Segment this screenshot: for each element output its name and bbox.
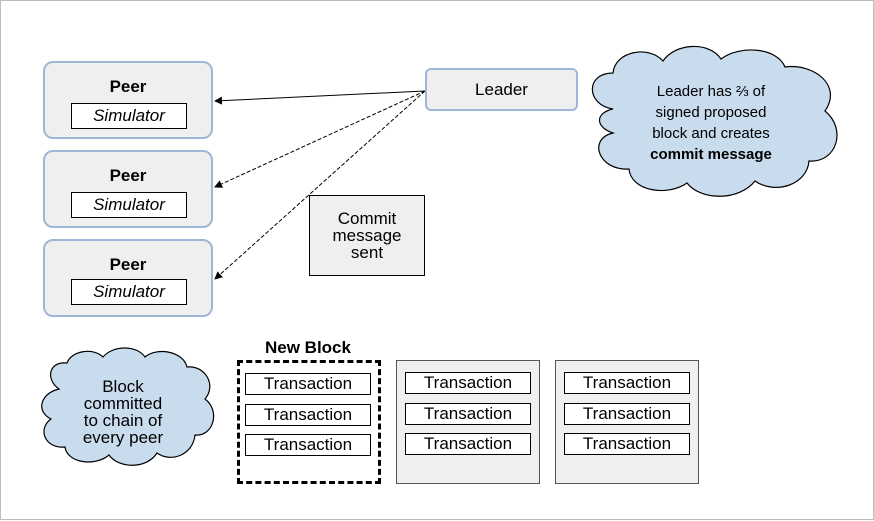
- peer-node-3: Peer Simulator: [43, 239, 213, 317]
- transaction-box: Transaction: [564, 403, 690, 425]
- commit-line: message: [332, 226, 402, 245]
- leader-node: Leader: [425, 68, 578, 111]
- block-note-text: Block committed to chain of every peer: [53, 378, 193, 446]
- block-3: Transaction Transaction Transaction: [555, 360, 699, 484]
- arrow-to-peer-1: [214, 90, 426, 105]
- block-note-line: committed: [83, 394, 163, 413]
- simulator-label: Simulator: [71, 103, 187, 129]
- arrow-to-peer-2: [214, 90, 426, 188]
- peer-node-1: Peer Simulator: [43, 61, 213, 139]
- leader-note-bold: commit message: [650, 146, 772, 163]
- leader-note-text: Leader has ⅔ of signed proposed block an…: [601, 81, 821, 165]
- peer-title: Peer: [109, 166, 147, 185]
- simulator-label: Simulator: [71, 279, 187, 305]
- transaction-box: Transaction: [405, 372, 531, 394]
- peer-title: Peer: [109, 255, 147, 274]
- transaction-box: Transaction: [405, 433, 531, 455]
- arrow-to-peer-3: [214, 90, 426, 280]
- transaction-box: Transaction: [564, 433, 690, 455]
- leader-note-line: signed proposed: [655, 104, 767, 121]
- leader-note-line: block and creates: [652, 125, 770, 142]
- transaction-box: Transaction: [405, 403, 531, 425]
- block-2: Transaction Transaction Transaction: [396, 360, 540, 484]
- block-note-cloud: [41, 347, 215, 466]
- block-note-line: every peer: [82, 428, 164, 447]
- peer-node-2: Peer Simulator: [43, 150, 213, 228]
- transaction-box: Transaction: [245, 434, 371, 456]
- simulator-label: Simulator: [71, 192, 187, 218]
- new-block: Transaction Transaction Transaction: [237, 360, 381, 484]
- commit-line: Commit: [337, 209, 397, 228]
- transaction-box: Transaction: [245, 404, 371, 426]
- peer-title: Peer: [109, 77, 147, 96]
- block-note-line: Block: [102, 377, 144, 396]
- transaction-box: Transaction: [245, 373, 371, 395]
- commit-line: sent: [350, 243, 384, 262]
- leader-note-cloud: [591, 45, 838, 197]
- block-note-line: to chain of: [83, 411, 163, 430]
- new-block-title: New Block: [265, 338, 351, 357]
- transaction-box: Transaction: [564, 372, 690, 394]
- leader-note-line: Leader has ⅔ of: [656, 83, 766, 100]
- commit-message-box: Commit message sent: [309, 195, 425, 276]
